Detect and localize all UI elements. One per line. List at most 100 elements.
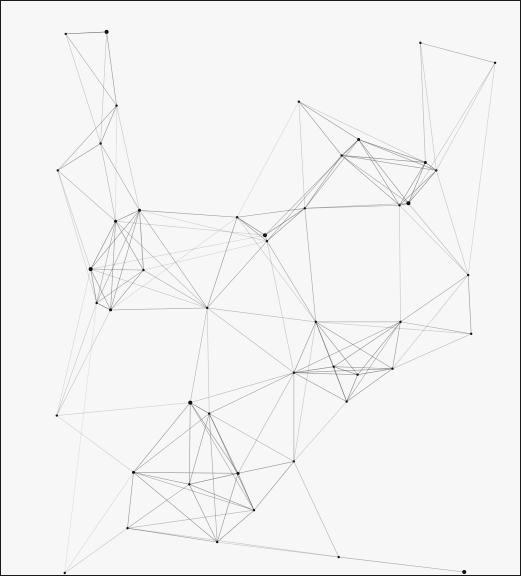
graph-edge bbox=[358, 139, 409, 204]
graph-edge bbox=[333, 366, 347, 402]
graph-edge bbox=[338, 556, 465, 573]
graph-edge bbox=[341, 155, 437, 171]
graph-edge bbox=[110, 307, 208, 311]
graph-edge bbox=[64, 472, 134, 574]
graph-node bbox=[252, 509, 256, 512]
graph-edge bbox=[436, 170, 469, 276]
graph-edge bbox=[341, 155, 409, 204]
graph-edge bbox=[189, 307, 208, 403]
graph-node bbox=[337, 555, 340, 559]
graph-node bbox=[208, 412, 211, 415]
graph-edge bbox=[115, 105, 117, 222]
graph-edge bbox=[90, 268, 144, 271]
graph-node bbox=[292, 460, 296, 463]
graph-edge bbox=[143, 269, 208, 309]
graph-node bbox=[114, 219, 118, 223]
graph-node bbox=[188, 483, 191, 486]
graph-node bbox=[188, 400, 193, 405]
graph-edge bbox=[298, 101, 359, 140]
graph-edge bbox=[341, 139, 359, 156]
graph-node bbox=[357, 138, 361, 142]
graph-edge bbox=[64, 527, 128, 574]
graph-node bbox=[55, 414, 58, 417]
graph-edge bbox=[90, 269, 97, 303]
graph-node bbox=[215, 540, 219, 544]
graph-edge bbox=[264, 208, 305, 236]
graph-edge bbox=[90, 234, 266, 270]
graph-edge bbox=[115, 221, 208, 309]
graph-edge bbox=[188, 413, 210, 485]
graph-edge bbox=[90, 268, 208, 309]
graph-edge bbox=[90, 221, 116, 270]
graph-edge bbox=[436, 62, 496, 171]
graph-edge bbox=[189, 473, 239, 485]
graph-edge bbox=[115, 209, 140, 222]
graph-edge bbox=[236, 101, 300, 218]
graph-edge bbox=[304, 155, 342, 209]
graph-edge bbox=[333, 321, 401, 367]
graph-edge bbox=[206, 217, 238, 309]
graph-edge bbox=[56, 302, 97, 416]
graph-edge bbox=[399, 170, 437, 206]
graph-node bbox=[356, 373, 359, 376]
graph-edge bbox=[133, 472, 218, 543]
graph-edge bbox=[209, 372, 295, 414]
graph-edge bbox=[293, 368, 393, 374]
graph-edge bbox=[106, 31, 117, 106]
graph-edge bbox=[333, 366, 358, 375]
graph-node bbox=[303, 207, 307, 210]
graph-edge bbox=[96, 210, 140, 304]
graph-edge bbox=[346, 321, 401, 402]
graph-edge bbox=[293, 366, 334, 374]
graph-edge bbox=[315, 321, 358, 375]
graph-edge bbox=[298, 101, 306, 209]
graph-edge bbox=[293, 372, 358, 375]
graph-edge bbox=[208, 413, 255, 511]
graph-edge bbox=[304, 208, 317, 322]
graph-edge bbox=[216, 509, 255, 543]
graph-node bbox=[64, 32, 67, 36]
graph-edge bbox=[133, 472, 239, 474]
graph-edge bbox=[209, 413, 295, 462]
graph-edge bbox=[207, 307, 295, 373]
graph-edge bbox=[357, 368, 393, 375]
graph-edge bbox=[116, 105, 140, 211]
graph-edge bbox=[304, 202, 409, 209]
graph-edge bbox=[236, 217, 317, 323]
graph-edge bbox=[56, 402, 191, 416]
graph-node bbox=[406, 201, 411, 206]
graph-edge bbox=[206, 240, 268, 309]
graph-edge bbox=[96, 221, 116, 304]
graph-node bbox=[265, 239, 269, 243]
graph-edge bbox=[266, 241, 317, 323]
graph-edge bbox=[190, 402, 210, 414]
graph-edge bbox=[189, 484, 218, 543]
graph-edge bbox=[400, 274, 469, 323]
graph-edge bbox=[293, 461, 339, 558]
graph-edge bbox=[127, 509, 255, 529]
graph-node bbox=[104, 29, 109, 34]
graph-edge bbox=[189, 484, 255, 511]
graph-edge bbox=[293, 321, 401, 373]
graph-edge bbox=[237, 207, 305, 218]
graph-edge bbox=[56, 268, 91, 416]
graph-node bbox=[262, 233, 267, 238]
graph-node bbox=[109, 308, 113, 312]
graph-node bbox=[493, 61, 497, 64]
graph-edge bbox=[127, 527, 339, 558]
graph-node bbox=[292, 371, 296, 374]
graph-edge bbox=[143, 240, 268, 271]
graph-edge bbox=[420, 42, 426, 163]
graph-node bbox=[56, 169, 59, 172]
graph-nodes bbox=[55, 29, 497, 575]
graph-edges bbox=[56, 31, 496, 574]
graph-edge bbox=[115, 220, 266, 236]
graph-edge bbox=[57, 170, 97, 304]
graph-node bbox=[236, 471, 240, 475]
graph-edge bbox=[420, 42, 496, 64]
graph-edge bbox=[110, 269, 144, 311]
graph-edge bbox=[253, 461, 295, 511]
graph-edge bbox=[190, 402, 255, 511]
graph-node bbox=[469, 332, 473, 336]
